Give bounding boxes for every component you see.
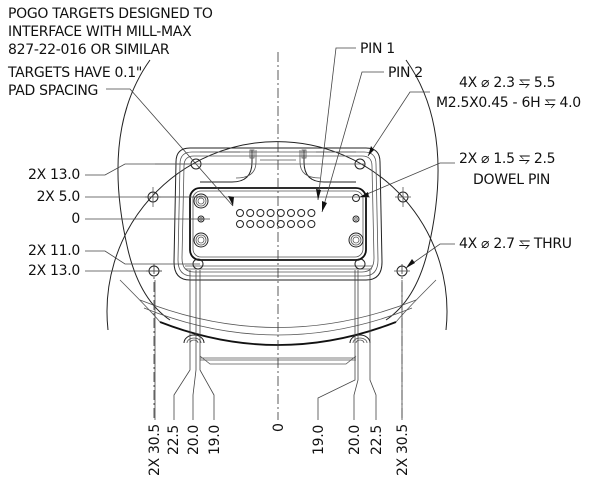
pogo-pad [307,209,316,217]
pogo-pad [276,209,285,217]
pad-spacing-note-line1: TARGETS HAVE 0.1" [8,65,143,81]
pogo-pad [287,209,295,217]
hdim-label-right-19-0: 19.0 [311,425,327,455]
hdim-label-right-22-5: 22.5 [369,425,385,455]
pin2-label: PIN 2 [388,65,423,81]
pogo-pad [256,209,265,217]
hdim-label-0: 0 [271,423,287,432]
vdim-label-0: 0 [71,211,80,227]
tapped-hole-callout-line1: 4X ⌀ 2.3 ⥧ 5.5 [459,75,556,91]
circular-body-outline [106,59,448,331]
dowel-callout-line1: 2X ⌀ 1.5 ⥧ 2.5 [459,151,556,167]
thru-hole-callout: 4X ⌀ 2.7 ⥧ THRU [459,236,572,252]
pogo-pad [297,220,306,228]
center-lines [153,52,403,420]
vertical-extension-lines [154,270,403,420]
pogo-targets-note-line1: POGO TARGETS DESIGNED TO [8,6,213,22]
hdim-label-right-20-0: 20.0 [347,425,363,455]
pogo-pad [307,220,316,228]
hdim-label-left-22-5: 22.5 [166,425,182,455]
bottom-bosses [183,334,371,344]
pogo-targets-note-line2: INTERFACE WITH MILL-MAX [8,24,192,40]
hdim-label-left-20-0: 20.0 [186,425,202,455]
vdim-label-top-13: 2X 13.0 [27,167,80,183]
pogo-pad [246,209,255,217]
pogo-pad [236,220,244,228]
pogo-pad [276,220,285,228]
hdim-label-left-30-5: 2X 30.5 [147,423,163,476]
vdim-label-bottom-13: 2X 13.0 [27,263,80,279]
hdim-label-right-30-5: 2X 30.5 [395,423,411,476]
pogo-pad [266,220,275,228]
pogo-pad [297,209,306,217]
vdim-label-11: 2X 11.0 [27,243,80,259]
pogo-pad-grid [236,209,316,228]
pogo-pad [256,220,265,228]
pogo-pad [236,209,244,217]
leader-lines [106,47,455,269]
pogo-targets-note-line3: 827-22-016 OR SIMILAR [8,42,170,58]
pogo-pad [287,220,295,228]
dowel-pin-holes [197,194,360,223]
pin1-label: PIN 1 [360,41,395,57]
pad-screws [193,193,364,248]
tapped-hole-callout-line2: M2.5X0.45 - 6H ⥧ 4.0 [436,95,581,111]
pogo-pad [246,220,255,228]
hdim-label-left-19-0: 19.0 [207,425,223,455]
vdim-label-5: 2X 5.0 [36,189,81,205]
dowel-callout-line2: DOWEL PIN [473,172,551,188]
pad-spacing-note-line2: PAD SPACING [8,83,99,99]
horizontal-extension-lines [85,163,370,272]
pogo-pad [266,209,275,217]
